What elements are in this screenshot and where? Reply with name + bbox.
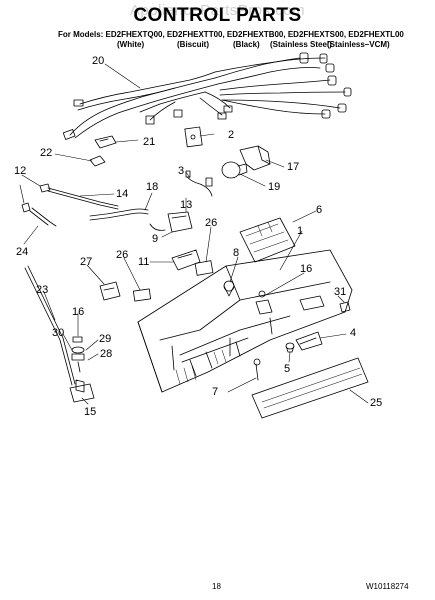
watermark: AppliancePartsPros.com [129, 2, 306, 19]
callout-7: 7 [212, 386, 218, 398]
callout-20: 20 [92, 55, 104, 67]
callout-numbers: 20 2 21 22 3 17 12 14 18 19 13 6 9 26 1 … [14, 55, 382, 418]
callout-25: 25 [370, 397, 382, 409]
callout-5: 5 [284, 363, 290, 375]
parts-upper [89, 126, 271, 197]
color-biscuit: (Biscuit) [177, 40, 209, 49]
callout-16a: 16 [300, 263, 312, 275]
doc-number: W10118274 [366, 582, 409, 591]
callout-23: 23 [36, 284, 48, 296]
leader-lines [19, 63, 369, 405]
color-stainless-steel: (Stainless Steel) [270, 40, 332, 49]
callout-8: 8 [233, 247, 239, 259]
callout-2: 2 [228, 129, 234, 141]
page-title: CONTROL PARTS [133, 5, 302, 26]
callout-17: 17 [287, 161, 299, 173]
color-stainless-vcm: (Stainless–VCM) [327, 40, 390, 49]
callout-14: 14 [116, 188, 128, 200]
callout-19: 19 [268, 181, 280, 193]
callout-1: 1 [297, 225, 303, 237]
callout-29: 29 [99, 333, 111, 345]
control-board [239, 217, 296, 263]
trim-strip [251, 357, 369, 419]
page-number: 18 [212, 582, 221, 591]
callout-4: 4 [350, 327, 356, 339]
callout-11: 11 [138, 256, 149, 268]
callout-18: 18 [146, 181, 158, 193]
callout-31: 31 [334, 286, 346, 298]
parts-middle [69, 249, 351, 403]
callout-24: 24 [16, 246, 28, 258]
callout-15: 15 [84, 406, 96, 418]
callout-26b: 26 [116, 249, 128, 261]
control-housing [137, 249, 353, 393]
color-white: (White) [117, 40, 145, 49]
model-list: For Models: ED2FHEXTQ00, ED2FHEXTT00, ED… [58, 30, 404, 39]
callout-30: 30 [52, 327, 64, 339]
callout-12: 12 [14, 165, 26, 177]
callout-27: 27 [80, 256, 92, 268]
parts-left [21, 183, 193, 393]
wire-harness [62, 52, 352, 140]
callout-26a: 26 [205, 217, 217, 229]
callout-28: 28 [100, 348, 112, 360]
callout-6: 6 [316, 204, 322, 216]
callout-16b: 16 [72, 306, 84, 318]
color-black: (Black) [233, 40, 260, 49]
callout-9: 9 [152, 233, 158, 245]
callout-13: 13 [180, 199, 192, 211]
callout-21: 21 [143, 136, 155, 148]
callout-22: 22 [40, 147, 52, 159]
callout-3: 3 [178, 165, 184, 177]
